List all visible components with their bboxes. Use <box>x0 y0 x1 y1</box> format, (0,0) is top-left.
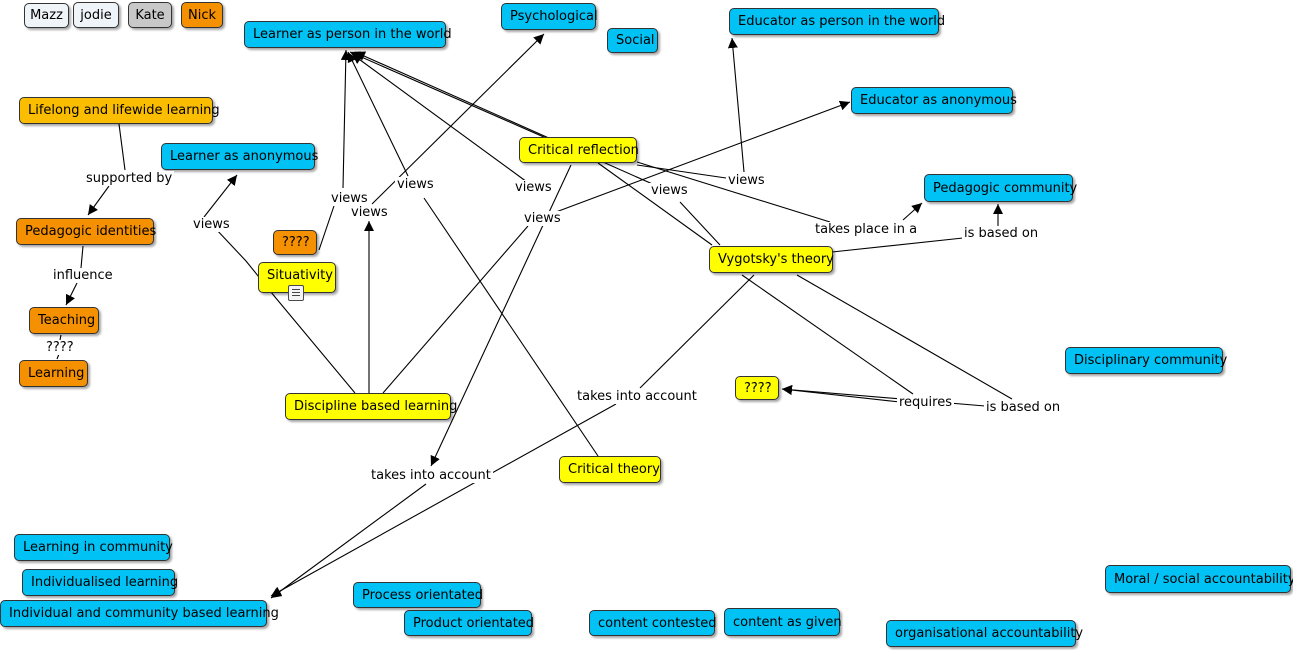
concept-learner-anonymous[interactable]: Learner as anonymous <box>161 143 318 170</box>
edge-discipline-views-educator <box>382 225 529 394</box>
concept-moral-social-accountability[interactable]: Moral / social accountability <box>1105 565 1293 593</box>
concept-content-contested[interactable]: content contested <box>589 610 716 636</box>
link-label-views-vygotsky[interactable]: views <box>649 183 690 198</box>
edge-views-learner-world-2 <box>347 51 409 177</box>
concept-psychological[interactable]: Psychological <box>501 3 598 30</box>
edge-views-vyg-learner-world <box>354 51 658 187</box>
edge-views-cr-learner-world <box>351 53 528 183</box>
link-label-views-learner-anon[interactable]: views <box>191 217 232 232</box>
edge-vygotsky-is-based-on-2 <box>796 274 1013 400</box>
edge-vygotsky-takes-into-account <box>639 274 755 389</box>
edge-views-learner-anon <box>203 174 238 218</box>
link-label-takes-place-in-a[interactable]: takes place in a <box>813 222 920 237</box>
link-label-takes-into-account-critical[interactable]: takes into account <box>369 468 493 483</box>
document-icon[interactable] <box>288 285 304 301</box>
edge-vygotsky-requires <box>741 274 914 395</box>
link-label-views-educator-world[interactable]: views <box>726 173 767 188</box>
concept-unknown-1[interactable]: ???? <box>273 230 317 255</box>
edge-lifelong-supported-by <box>118 123 126 171</box>
concept-product-orientated[interactable]: Product orientated <box>404 610 534 636</box>
link-label-views-situativity[interactable]: views <box>329 191 370 206</box>
user-tag-kate[interactable]: Kate <box>128 2 172 28</box>
edge-identities-influence <box>80 245 84 269</box>
edge-situativity-views <box>318 199 337 251</box>
edge-supported-by-identities <box>87 185 110 216</box>
concept-unknown-2[interactable]: ???? <box>735 376 779 400</box>
concept-teaching[interactable]: Teaching <box>29 307 99 334</box>
concept-organisational-accountability[interactable]: organisational accountability <box>886 620 1083 647</box>
concept-pedagogic-identities[interactable]: Pedagogic identities <box>16 218 156 245</box>
concept-content-as-given[interactable]: content as given <box>724 608 842 636</box>
edge-is-based-on-unknown <box>781 384 986 407</box>
concept-discipline-based-learning[interactable]: Discipline based learning <box>285 393 457 420</box>
edge-views-educator-world <box>727 37 745 173</box>
concept-individualised-learning[interactable]: Individualised learning <box>22 569 178 596</box>
edge-critical-theory-views <box>423 197 599 457</box>
edge-takes-into-account-individual <box>270 483 427 599</box>
edge-cr-takes-place <box>636 161 831 223</box>
edge-critical-reflection-learner-world <box>349 51 547 139</box>
link-label-views-critical-theory[interactable]: views <box>395 177 436 192</box>
concept-learning[interactable]: Learning <box>19 360 88 387</box>
concept-critical-theory[interactable]: Critical theory <box>559 456 661 483</box>
link-label-views-discipline-educator[interactable]: views <box>522 211 563 226</box>
concept-educator-anonymous[interactable]: Educator as anonymous <box>851 87 1017 114</box>
concept-vygotskys-theory[interactable]: Vygotsky's theory <box>709 246 834 273</box>
edge-takes-into-account-vyg-individual <box>270 403 617 597</box>
edge-influence-teaching <box>65 282 78 306</box>
edge-views-educator-anon <box>555 100 851 213</box>
concept-pedagogic-community[interactable]: Pedagogic community <box>924 174 1077 202</box>
link-label-views-discipline[interactable]: views <box>349 205 390 220</box>
edge-vygotsky-is-based-on <box>831 237 964 253</box>
link-label-unknown[interactable]: ???? <box>44 340 76 355</box>
link-label-is-based-on-unknown[interactable]: is based on <box>984 400 1063 415</box>
link-label-views-critical-reflection[interactable]: views <box>513 180 554 195</box>
concept-process-orientated[interactable]: Process orientated <box>353 582 483 608</box>
concept-disciplinary-community[interactable]: Disciplinary community <box>1065 347 1227 374</box>
link-label-is-based-on-pedagogic[interactable]: is based on <box>962 226 1041 241</box>
edge-cr-vygotsky <box>597 162 713 246</box>
link-label-requires[interactable]: requires <box>897 395 954 410</box>
edge-views-psychological <box>371 33 545 205</box>
concept-individual-and-community[interactable]: Individual and community based learning <box>0 600 279 627</box>
concept-learning-in-community[interactable]: Learning in community <box>14 534 173 561</box>
edge-views-learner-world-1 <box>340 49 351 189</box>
edge-teaching-unknown-label <box>59 334 62 341</box>
link-label-takes-into-account-vygotsky[interactable]: takes into account <box>575 389 699 404</box>
user-tag-nick[interactable]: Nick <box>181 2 223 28</box>
concept-critical-reflection[interactable]: Critical reflection <box>519 137 639 163</box>
user-tag-jodie[interactable]: jodie <box>73 2 119 28</box>
user-tag-mazz[interactable]: Mazz <box>24 3 69 28</box>
concept-learner-person-in-world[interactable]: Learner as person in the world <box>244 21 452 48</box>
concept-lifelong-lifewide-learning[interactable]: Lifelong and lifewide learning <box>19 97 220 124</box>
edge-vygotsky-views <box>679 201 721 246</box>
link-label-influence[interactable]: influence <box>51 268 115 283</box>
link-label-supported-by[interactable]: supported by <box>84 171 175 186</box>
edge-takes-place-pedagogic <box>902 202 923 221</box>
concept-social[interactable]: Social <box>607 28 658 53</box>
concept-educator-person-in-world[interactable]: Educator as person in the world <box>729 8 945 35</box>
